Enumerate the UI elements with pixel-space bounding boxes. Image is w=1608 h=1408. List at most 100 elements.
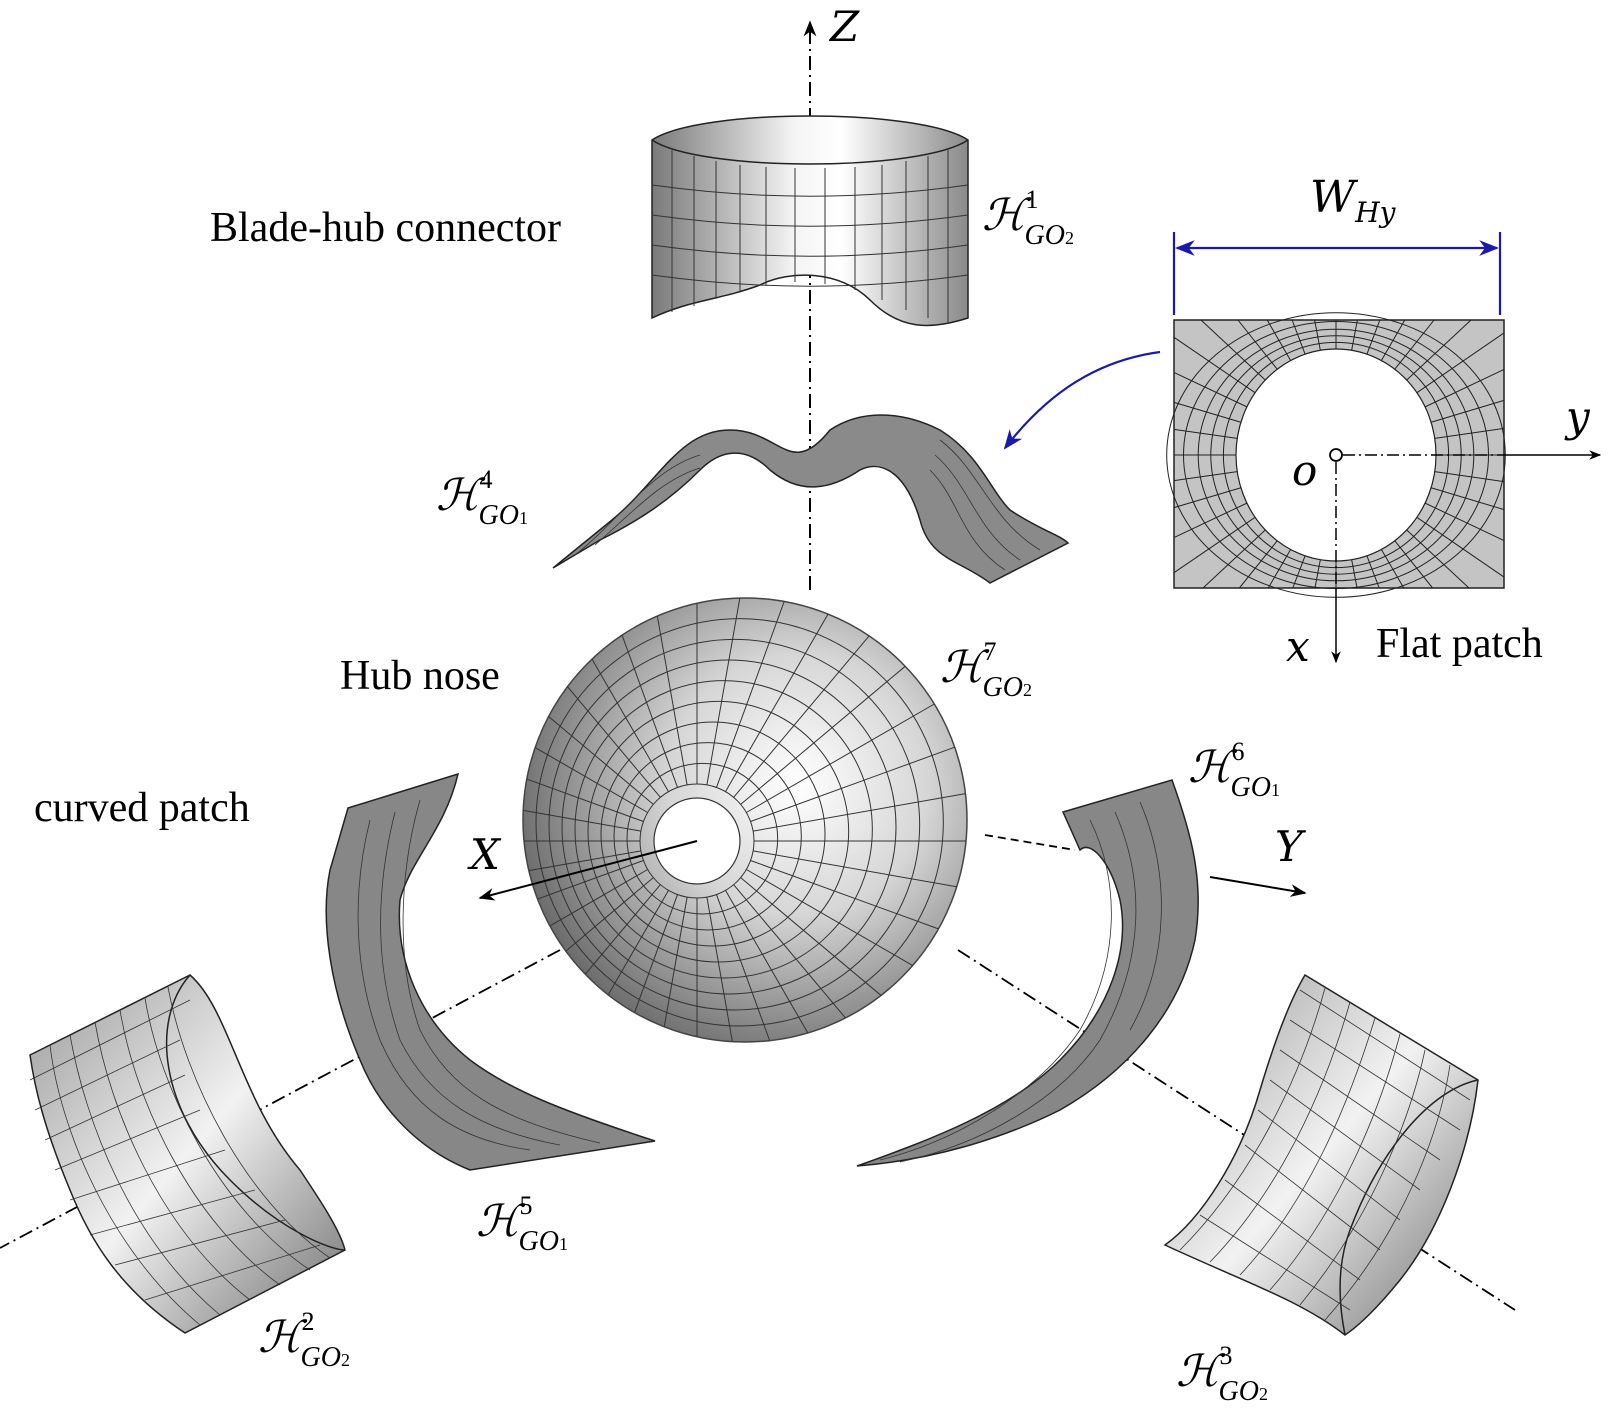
flat-mesh-line: [1351, 559, 1358, 589]
sphere-mesh-line: [746, 869, 913, 966]
flat-mesh-line: [1434, 427, 1505, 439]
flat-mesh-line: [1314, 559, 1321, 589]
h-superscript: 5: [519, 1191, 533, 1220]
curved-patch-h4: [552, 414, 1070, 584]
h-subscript: GO1: [1230, 772, 1279, 803]
sphere-mesh-line: [753, 793, 966, 832]
local-x-axis-label: x: [1286, 622, 1310, 671]
h-subscript: GO2: [1218, 1376, 1267, 1407]
flat-mesh-line: [1173, 516, 1256, 574]
h-superscript: 6: [1231, 737, 1245, 766]
sphere-mesh-line: [716, 894, 771, 1041]
flat-mesh-line: [1173, 336, 1256, 394]
flat-mesh-line: [1424, 502, 1505, 542]
sphere-mesh-line: [634, 894, 678, 1013]
h-sub-index: 2: [340, 1350, 350, 1370]
sphere-mesh-line: [584, 884, 661, 975]
h-sub-main: GO: [300, 1342, 341, 1373]
flat-mesh-line: [1430, 487, 1505, 511]
h-superscript: 4: [479, 465, 493, 494]
flat-mesh-line: [1314, 319, 1321, 351]
flat-mesh-line: [1292, 555, 1306, 589]
curved-patch-h6: [856, 779, 1199, 1167]
sphere-mesh-ring: [561, 659, 897, 995]
width-dimension-label: WHy: [1310, 172, 1395, 229]
hub-nose-sphere: [522, 597, 968, 1043]
flat-patch-label: Flat patch: [1376, 621, 1543, 667]
sphere-mesh-line: [607, 890, 669, 996]
h-sub-index: 2: [1064, 228, 1074, 248]
sphere-mesh-line: [706, 597, 741, 785]
h-subscript: GO2: [982, 672, 1031, 703]
h-sub-main: GO: [1024, 220, 1065, 251]
origin-label: o: [1292, 446, 1318, 495]
flat-mesh-line: [1406, 319, 1472, 381]
h-sub-main: GO: [1218, 1376, 1259, 1407]
flat-mesh-line: [1202, 529, 1266, 589]
flat-mesh-line: [1434, 471, 1505, 483]
h-sub-main: GO: [478, 500, 519, 531]
sphere-mesh-line: [740, 665, 906, 805]
blade-hub-connector-patch: [651, 115, 969, 327]
patch-label-h3: ℋ3GO2: [1176, 1341, 1268, 1407]
sphere-mesh-line: [537, 860, 644, 900]
h-sub-index: 2: [1258, 1384, 1268, 1404]
patch-label-h2: ℋ2GO2: [258, 1307, 350, 1373]
h-symbol: ℋ: [476, 1196, 520, 1247]
flat-mesh-line: [1366, 319, 1381, 355]
sphere-mesh-ring: [548, 638, 921, 1011]
h-sub-main: GO: [982, 672, 1023, 703]
h-sub-main: GO: [518, 1226, 559, 1257]
sphere-mesh-line: [725, 890, 809, 1034]
sphere-mesh-line: [534, 747, 648, 813]
flat-mesh-line: [1237, 319, 1278, 370]
flat-mesh-line: [1416, 332, 1505, 394]
flat-mesh-line: [1394, 540, 1434, 589]
sphere-mesh-line: [733, 884, 846, 1019]
patch-label-h4: ℋ4GO1: [436, 465, 528, 531]
flat-mesh-line: [1173, 372, 1248, 408]
patch-label-h6: ℋ6GO1: [1188, 737, 1280, 803]
patch-label-h5: ℋ5GO1: [476, 1191, 568, 1257]
sphere-mesh-line: [753, 850, 957, 888]
sphere-mesh-ring: [535, 618, 944, 1027]
hub-nose-label: Hub nose: [340, 653, 500, 699]
sphere-mesh-line: [567, 686, 661, 798]
curved-patch-h5: [325, 772, 656, 1171]
sphere-mesh-line: [725, 613, 829, 792]
h-symbol: ℋ: [1188, 742, 1232, 793]
sphere-mesh-line: [663, 897, 688, 1027]
sphere-mesh-line: [740, 877, 882, 996]
flat-mesh-line: [1291, 319, 1306, 355]
h-symbol: ℋ: [940, 642, 984, 693]
sphere-mesh-line: [591, 658, 669, 792]
sphere-mesh-line: [549, 869, 648, 927]
sphere-mesh-line: [548, 716, 654, 805]
h-superscript: 1: [1025, 185, 1039, 214]
blade-hub-connector-label: Blade-hub connector: [210, 205, 562, 251]
sphere-mesh-line: [526, 778, 644, 822]
sphere-mesh-line: [565, 877, 654, 952]
flat-mesh-line: [1366, 555, 1380, 589]
patch-label-h1: ℋ1GO2: [982, 185, 1074, 251]
z-axis-label: Z: [830, 2, 860, 51]
sphere-mesh-line: [706, 897, 733, 1042]
flat-patch: [1166, 312, 1602, 664]
flat-mesh-line: [1173, 428, 1238, 439]
h-subscript: GO1: [478, 500, 527, 531]
sphere-mesh-ring: [574, 680, 873, 979]
sphere-mesh-line: [750, 860, 939, 930]
flat-mesh-line: [1394, 319, 1435, 370]
flat-mesh-line: [1406, 529, 1470, 589]
h-superscript: 2: [301, 1307, 315, 1336]
h-symbol: ℋ: [982, 190, 1026, 241]
sphere-mesh-line: [733, 635, 870, 798]
flat-mesh-line: [1430, 399, 1505, 423]
flat-mesh-line: [1424, 368, 1505, 408]
h-sub-index: 1: [1270, 780, 1280, 800]
local-y-axis-label: y: [1566, 392, 1590, 441]
h-subscript: GO1: [518, 1226, 567, 1257]
sphere-mesh-line: [621, 634, 678, 788]
flat-mesh-line: [1416, 516, 1505, 578]
sphere-mesh-ring: [587, 700, 850, 963]
